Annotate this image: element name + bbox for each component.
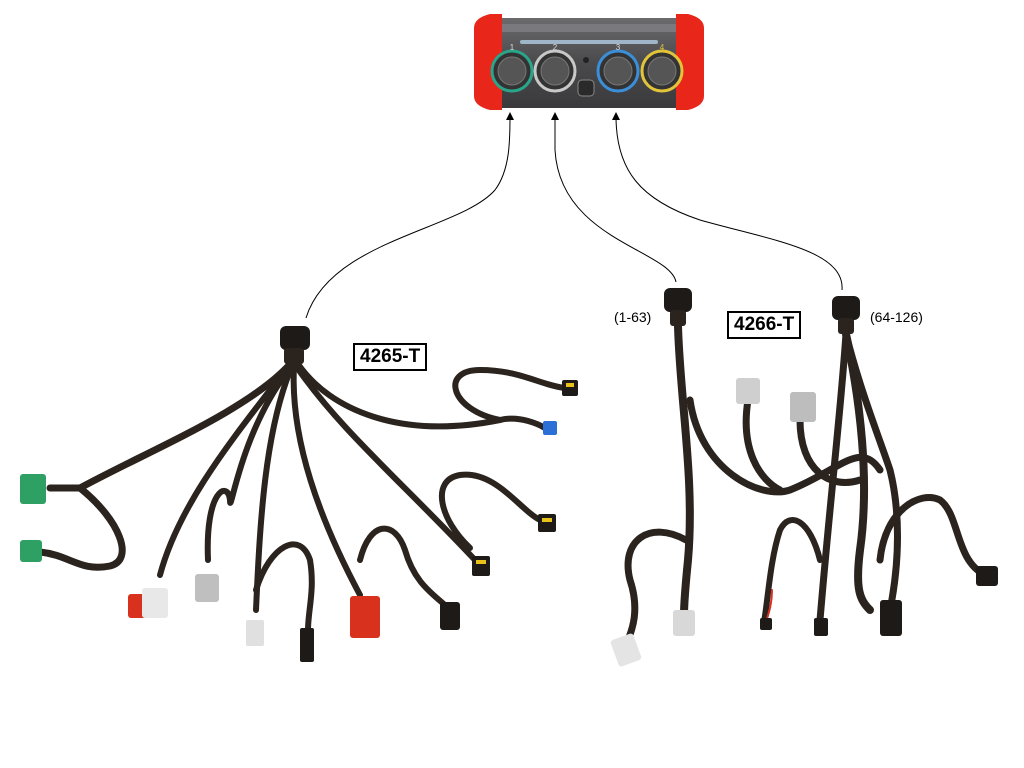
cable-4266-lower-loop: [761, 517, 823, 625]
harness-4266-label: 4266-T: [727, 311, 802, 339]
port-number-1: 1: [510, 43, 515, 52]
branch-green-lower: [36, 484, 126, 571]
center-connector: [577, 79, 595, 97]
cable-4266-right-mid: [842, 330, 901, 614]
branch-blue: [295, 361, 548, 431]
connector-white-small: [246, 620, 264, 646]
connection-arrows: [305, 112, 843, 319]
connector-4266-gray-left: [736, 378, 760, 404]
channel-range-right: (64-126): [870, 309, 923, 325]
device-port-4: [640, 49, 684, 93]
connector-black-plug: [300, 628, 314, 662]
arrow-4266-left-to-port-2: [551, 112, 677, 283]
cable-4266-cross: [686, 396, 884, 496]
branch-white-small: [253, 363, 295, 613]
branch-upper-right: [452, 366, 568, 423]
branch-gray-loop: [204, 363, 295, 563]
branch-yellow-plug: [293, 363, 478, 563]
connector-4266-middle: [814, 618, 828, 636]
harness-4266-t: [610, 288, 998, 667]
device-port-1: [490, 49, 534, 93]
cable-4266-far-right: [876, 494, 989, 579]
channel-range-left: (1-63): [614, 309, 652, 325]
right-bumper: [676, 14, 704, 110]
connector-blue: [543, 421, 557, 435]
harness-4266-left-connector: [664, 288, 692, 326]
port-number-2: 2: [553, 43, 558, 52]
cable-4266-middle: [816, 330, 850, 624]
connector-4266-gray-right: [790, 392, 816, 422]
cable-4266-gray-right: [796, 416, 864, 486]
device-port-3: [596, 49, 640, 93]
connector-4266-white-bottom: [610, 633, 642, 667]
indicator-bar: [520, 40, 658, 44]
branch-right-loop: [439, 471, 543, 551]
connector-yellow-plug: [472, 556, 490, 576]
left-bumper: [474, 14, 502, 110]
harness-4265-main-connector: [280, 326, 310, 364]
branch-red-white: [157, 361, 293, 578]
branch-black-plug: [253, 541, 315, 633]
connector-gray: [195, 574, 219, 602]
connector-upper-right: [562, 380, 578, 396]
cable-4266-left-main: [674, 322, 694, 619]
branch-red-large: [290, 363, 363, 598]
data-logger-device: 1 2 3 4: [474, 14, 704, 110]
arrow-4265-to-port-1: [305, 112, 514, 319]
cable-4266-left-loop: [624, 528, 690, 644]
branch-black-yellow: [357, 525, 451, 611]
device-port-2: [533, 49, 577, 93]
harness-4265-label: 4265-T: [353, 343, 428, 371]
connector-red-large: [350, 596, 380, 638]
connector-black-small: [440, 602, 460, 630]
connector-4266-far-right: [976, 566, 998, 586]
connector-green-upper: [20, 474, 46, 504]
connector-4266-red-wire-end: [760, 618, 772, 630]
cable-4266-right-main: [842, 330, 874, 614]
connector-red-white-white: [142, 588, 168, 618]
device-top-ridge: [498, 24, 678, 32]
arrow-4266-right-to-port-3: [612, 112, 843, 291]
port-number-4: 4: [660, 43, 665, 52]
port-number-3: 3: [616, 43, 621, 52]
connector-right-black: [538, 514, 556, 532]
harness-4265-t: [20, 326, 578, 662]
connector-4266-white-left: [673, 610, 695, 636]
branch-green-upper: [46, 358, 296, 492]
harness-4266-right-connector: [832, 296, 860, 334]
connector-green-lower: [20, 540, 42, 562]
connector-4266-large: [880, 600, 902, 636]
cable-4266-gray-left: [742, 396, 784, 494]
status-led: [583, 57, 589, 63]
